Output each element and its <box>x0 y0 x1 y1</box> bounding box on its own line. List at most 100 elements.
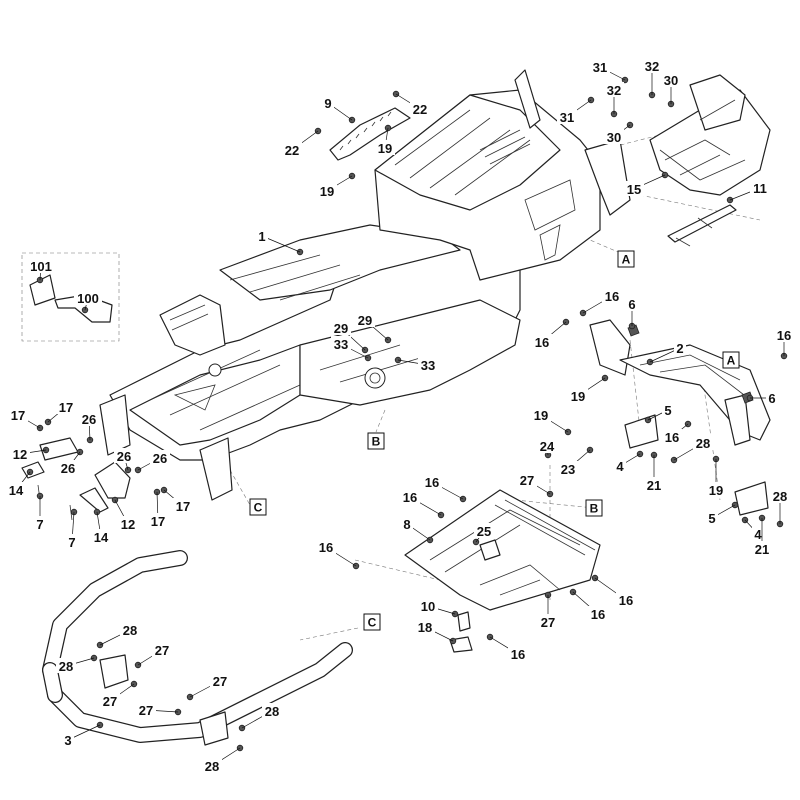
callout-bg <box>588 606 608 621</box>
reference-label-A: A <box>622 253 631 267</box>
callout-bg <box>706 482 726 497</box>
part-callout-19: 19 <box>534 408 548 423</box>
callout-bg <box>616 592 636 607</box>
battery-box <box>649 74 771 196</box>
reference-box <box>617 250 635 268</box>
part-callout-28: 28 <box>696 436 710 451</box>
part-callout-29: 29 <box>334 321 348 336</box>
part-callout-17: 17 <box>151 514 165 529</box>
part-callout-26: 26 <box>61 461 75 476</box>
callout-bg <box>100 693 120 708</box>
part-callout-21: 21 <box>647 478 661 493</box>
part-callout-18: 18 <box>418 620 432 635</box>
part-callout-31: 31 <box>560 110 574 125</box>
part-callout-19: 19 <box>320 184 334 199</box>
part-callout-16: 16 <box>591 607 605 622</box>
part-callout-27: 27 <box>520 473 534 488</box>
callout-bg <box>62 732 74 747</box>
callout-bg <box>766 390 778 405</box>
part-callout-12: 12 <box>13 447 27 462</box>
callout-bg <box>152 642 172 657</box>
part-callout-8: 8 <box>403 517 410 532</box>
part-callout-19: 19 <box>709 483 723 498</box>
part-callout-32: 32 <box>645 59 659 74</box>
callout-bg <box>752 526 764 541</box>
part-callout-16: 16 <box>425 475 439 490</box>
callout-bg <box>418 598 438 613</box>
front-linkage <box>21 437 131 521</box>
reference-label-C: C <box>254 501 263 515</box>
callout-bg <box>34 516 46 531</box>
callout-bg <box>400 489 420 504</box>
reference-label-A: A <box>727 354 736 368</box>
callout-bg <box>590 59 610 74</box>
part-callout-28: 28 <box>59 659 73 674</box>
part-callout-21: 21 <box>755 542 769 557</box>
part-callout-14: 14 <box>94 530 109 545</box>
part-callout-16: 16 <box>403 490 417 505</box>
reference-box <box>363 613 381 631</box>
part-callout-15: 15 <box>627 182 641 197</box>
part-callout-25: 25 <box>477 524 491 539</box>
callout-bg <box>282 142 302 157</box>
part-callout-30: 30 <box>607 130 621 145</box>
rear-axle-support <box>589 319 771 446</box>
callout-bg <box>114 448 134 463</box>
callout-bg <box>58 460 78 475</box>
callout-bg <box>752 541 772 556</box>
callout-bg <box>8 407 28 422</box>
part-callout-16: 16 <box>319 540 333 555</box>
part-callout-28: 28 <box>773 489 787 504</box>
floor-plate <box>404 489 601 611</box>
part-callout-28: 28 <box>265 704 279 719</box>
callout-bg <box>557 109 577 124</box>
callout-bg <box>401 516 413 531</box>
part-callout-24: 24 <box>540 439 555 454</box>
callout-bg <box>474 523 494 538</box>
part-callout-28: 28 <box>123 623 137 638</box>
reference-label-C: C <box>368 616 377 630</box>
callout-bg <box>256 228 268 243</box>
callout-bg <box>661 72 681 87</box>
callout-bg <box>202 758 222 773</box>
part-callout-5: 5 <box>664 403 671 418</box>
part-callout-27: 27 <box>541 615 555 630</box>
part-callout-2: 2 <box>676 341 683 356</box>
callout-bg <box>10 446 30 461</box>
part-callout-16: 16 <box>605 289 619 304</box>
callout-bg <box>74 290 102 305</box>
callout-bg <box>558 461 578 476</box>
part-callout-10: 10 <box>421 599 435 614</box>
callout-bg <box>774 327 794 342</box>
part-callout-7: 7 <box>68 535 75 550</box>
part-callout-19: 19 <box>378 141 392 156</box>
part-callout-4: 4 <box>754 527 762 542</box>
reference-box <box>722 351 740 369</box>
part-callout-22: 22 <box>285 143 299 158</box>
callout-bg <box>626 296 638 311</box>
callout-bg <box>531 407 551 422</box>
reference-label-B: B <box>372 435 381 449</box>
part-callout-16: 16 <box>535 335 549 350</box>
callout-bg <box>568 388 588 403</box>
part-callout-26: 26 <box>153 451 167 466</box>
callout-bg <box>604 129 624 144</box>
pedal-parts <box>449 611 473 653</box>
part-callout-27: 27 <box>155 643 169 658</box>
hardware-fastener <box>384 124 392 132</box>
callout-bg <box>136 702 156 717</box>
part-callout-17: 17 <box>59 400 73 415</box>
callout-bg <box>422 474 442 489</box>
part-callout-101: 101 <box>30 259 52 274</box>
part-callout-6: 6 <box>628 297 635 312</box>
callout-bg <box>6 482 26 497</box>
callout-bg <box>642 58 662 73</box>
part-callout-28: 28 <box>205 759 219 774</box>
part-callout-16: 16 <box>665 430 679 445</box>
part-callout-27: 27 <box>103 694 117 709</box>
callout-bg <box>662 402 674 417</box>
callout-bg <box>120 622 140 637</box>
callout-bg <box>150 450 170 465</box>
